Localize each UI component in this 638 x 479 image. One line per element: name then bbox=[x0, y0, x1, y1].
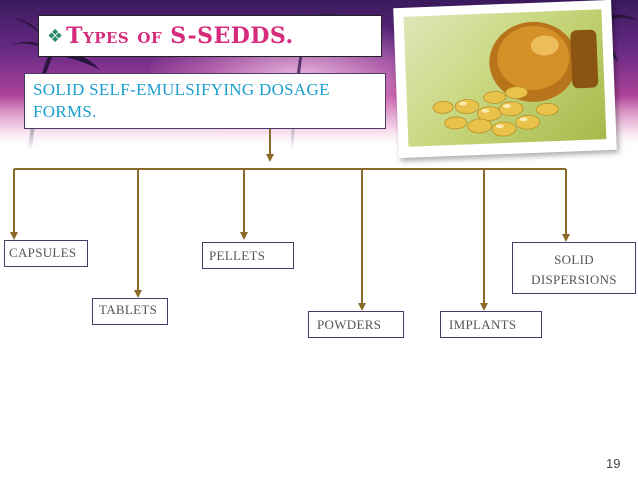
node-implants: IMPLANTS bbox=[440, 311, 542, 338]
node-solid-dispersions: SOLID DISPERSIONS bbox=[512, 242, 636, 294]
root-node: SOLID SELF-EMULSIFYING DOSAGE FORMS. bbox=[24, 73, 386, 129]
node-capsules: CAPSULES bbox=[4, 240, 88, 267]
slide-title-box: ❖ Types of S-SEDDS. bbox=[38, 15, 382, 57]
diamond-bullet-icon: ❖ bbox=[47, 25, 64, 47]
node-tablets: TABLETS bbox=[92, 298, 168, 325]
capsule-bottle-photo bbox=[393, 0, 617, 159]
node-powders: POWDERS bbox=[308, 311, 404, 338]
node-pellets: PELLETS bbox=[202, 242, 294, 269]
slide-title: Types of S-SEDDS. bbox=[66, 23, 294, 49]
page-number: 19 bbox=[606, 456, 621, 471]
